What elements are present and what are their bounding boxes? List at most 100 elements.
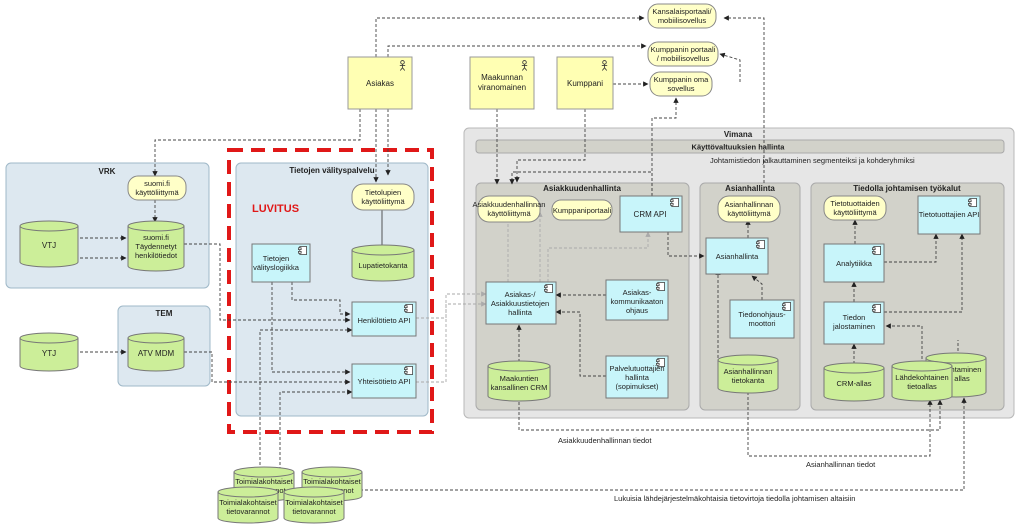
crm-db-label-2: kansallinen CRM [491, 383, 548, 392]
app-kumppanin-portaali-label-1: Kumppanin portaali [651, 45, 716, 54]
tvp-henkilotieto-api[interactable]: Henkilötieto API [351, 301, 417, 337]
suomifi-data-label-3: henkilötiedot [135, 251, 178, 260]
group-asiakkuudenhallinta: Asiakkuudenhallinta [475, 182, 690, 411]
store-2-label-1: Toimialakohtaiset [303, 477, 361, 486]
kommunikaatio-label-1: Asiakas- [623, 288, 652, 297]
yhteisotieto-api-label: Yhteisötieto API [358, 377, 411, 386]
group-tem-title: TEM [156, 309, 173, 318]
app-kumppanin-oma-sovellus[interactable]: Kumppanin oma sovellus [649, 71, 713, 97]
store-4-label-2: tietovarannot [292, 507, 336, 516]
suomifi-data-label-2: Täydennetyt [135, 242, 177, 251]
group-kayttovaltuuksien-hallinta: Käyttövaltuuksien hallinta [475, 139, 1005, 154]
ah-kansallinen-crm-database[interactable]: Maakuntien kansallinen CRM [487, 360, 551, 402]
actor-maakunnan-viranomainen[interactable]: Maakunnan viranomainen [469, 56, 535, 110]
vrk-vtj-label: VTJ [42, 241, 56, 250]
actor-kumppani-label: Kumppani [567, 79, 603, 88]
suomifi-ui-label-2: käyttöliittymä [135, 188, 179, 197]
tj-ui-label-2: käyttöliittymä [833, 208, 877, 217]
as-db-label-1: Asianhallinnan [724, 367, 773, 376]
tj-tiedon-jalostaminen[interactable]: Tiedon jalostaminen [823, 301, 885, 345]
app-kansalais-label-2: mobiilisovellus [658, 16, 707, 25]
tem-ytj-label: YTJ [42, 349, 56, 358]
tem-atv-mdm-database[interactable]: ATV MDM [127, 332, 185, 372]
palveluntuottajien-label-1: Palvelutuottajien [609, 364, 664, 373]
ah-kayttoliittyma[interactable]: Asiakkuudenhallinnan käyttöliittymä [473, 195, 546, 223]
tj-crm-allas-database[interactable]: CRM-allas [823, 362, 885, 402]
tietolupien-label-1: Tietolupien [365, 188, 401, 197]
as-db-label-2: tietokanta [732, 376, 765, 385]
tj-lahdekohtainen-allas-database[interactable]: Lähdekohtainen tietoallas [891, 360, 953, 402]
vrk-vtj-database[interactable]: VTJ [19, 220, 79, 268]
tvp-valityslogiikka[interactable]: Tietojen välityslogiikka [251, 243, 311, 283]
ah-kumppaniportaali[interactable]: Kumppaniportaali [551, 199, 613, 221]
crm-db-label-1: Maakuntien [500, 374, 539, 383]
analytiikka-label: Analytiikka [836, 259, 873, 268]
ah-crm-api[interactable]: CRM API [619, 195, 683, 233]
tj-analytiikka[interactable]: Analytiikka [823, 243, 885, 283]
hallinta-label-2: Asiakkuustietojen [491, 299, 549, 308]
hallinta-label-3: hallinta [508, 308, 533, 317]
suomifi-ui-label-1: suomi.fi [144, 179, 170, 188]
palveluntuottajien-label-2: hallinta [625, 373, 650, 382]
kayttovaltuus-title: Käyttövaltuuksien hallinta [692, 143, 786, 152]
vrk-suomifi-kayttoliittyma[interactable]: suomi.fi käyttöliittymä [127, 175, 187, 201]
group-vrk-title: VRK [99, 167, 116, 176]
asianhallinta-label: Asianhallinta [716, 252, 759, 261]
ah-ui-label-1: Asiakkuudenhallinnan [473, 200, 546, 209]
tem-atv-label: ATV MDM [138, 349, 175, 358]
vrk-suomifi-henkilotiedot-database[interactable]: suomi.fi Täydennetyt henkilötiedot [127, 220, 185, 272]
as-tiedonohjausmoottori[interactable]: Tiedonohjaus- moottori [729, 299, 795, 339]
app-kumppanin-portaali[interactable]: Kumppanin portaali / mobiilisovellus [647, 41, 719, 67]
as-kayttoliittyma[interactable]: Asianhallinnan käyttöliittymä [717, 195, 781, 223]
tvp-yhteisotieto-api[interactable]: Yhteisötieto API [351, 363, 417, 399]
group-vimana-title: Vimana [724, 130, 753, 139]
ah-kommunikaatio-ohjaus[interactable]: Asiakas- kommunikaaton ohjaus [605, 279, 669, 321]
actor-kumppani[interactable]: Kumppani [556, 56, 614, 110]
store-3-label-2: tietovarannot [226, 507, 270, 516]
note-asianhallinnan-tiedot: Asianhallinnan tiedot [806, 460, 876, 469]
johtaminen-allas-label-2: allas [954, 374, 970, 383]
tj-tietotuottajien-api[interactable]: Tietotuottajien API [917, 195, 981, 235]
actor-maakunnan-label-2: viranomainen [478, 83, 526, 92]
ah-ui-label-2: käyttöliittymä [487, 209, 531, 218]
tiedolla-title: Tiedolla johtamisen työkalut [853, 184, 961, 193]
luvitus-label: LUVITUS [252, 203, 299, 215]
as-ui-label-1: Asianhallinnan [725, 200, 774, 209]
palveluntuottajien-label-3: (sopimukset) [616, 382, 659, 391]
store-3-label-1: Toimialakohtaiset [219, 498, 277, 507]
tem-ytj-database[interactable]: YTJ [19, 332, 79, 372]
tj-ui-label-1: Tietotuottaiden [830, 199, 879, 208]
ah-asiakastietojen-hallinta[interactable]: Asiakas-/ Asiakkuustietojen hallinta [485, 281, 557, 325]
toimiala-store-4[interactable]: Toimialakohtaiset tietovarannot [283, 486, 345, 524]
tj-tietotuottajien-kayttoliittyma[interactable]: Tietotuottaiden käyttöliittymä [823, 195, 887, 221]
crm-allas-label: CRM-allas [836, 379, 871, 388]
kommunikaatio-label-2: kommunikaaton [611, 297, 664, 306]
note-johtamistieto: Johtamistiedon jalkauttaminen segmenteik… [710, 156, 915, 165]
tiedonohjaus-label-1: Tiedonohjaus- [738, 310, 786, 319]
actor-asiakas[interactable]: Asiakas [347, 56, 413, 110]
henkilotieto-api-label: Henkilötieto API [358, 316, 411, 325]
tj-api-label: Tietotuottajien API [919, 210, 980, 219]
as-asianhallinta[interactable]: Asianhallinta [705, 237, 769, 275]
ah-palvelutuottajien-hallinta[interactable]: Palvelutuottajien hallinta (sopimukset) [605, 355, 669, 399]
valityslogiikka-label-1: Tietojen [263, 254, 289, 263]
tvp-lupatietokanta-database[interactable]: Lupatietokanta [351, 244, 415, 282]
toimiala-store-2[interactable]: Toimialakohtaiset tietovarannot [301, 466, 363, 502]
valityslogiikka-label-2: välityslogiikka [253, 263, 300, 272]
as-tietokanta-database[interactable]: Asianhallinnan tietokanta [717, 354, 779, 394]
group-tietojen-title: Tietojen välityspalvelu [289, 166, 374, 175]
app-kansalais-label-1: Kansalaisportaali/ [652, 7, 712, 16]
lahde-allas-label-1: Lähdekohtainen [895, 373, 948, 382]
tietolupien-label-2: käyttöliittymä [361, 197, 405, 206]
app-kansalaisportaali[interactable]: Kansalaisportaali/ mobiilisovellus [647, 3, 717, 29]
luvitus-boundary [227, 148, 434, 434]
tiedonohjaus-label-2: moottori [748, 319, 775, 328]
toimiala-store-3[interactable]: Toimialakohtaiset tietovarannot [217, 486, 279, 524]
kumppaniportaali-label: Kumppaniportaali [553, 206, 612, 215]
connectors [80, 15, 967, 491]
note-lukuisia-tietovirtoja: Lukuisia lähdejärjestelmäkohtaisia tieto… [614, 494, 855, 503]
tvp-tietolupien-kayttoliittyma[interactable]: Tietolupien käyttöliittymä [351, 183, 415, 211]
app-kumppanin-portaali-label-2: / mobiilisovellus [657, 54, 710, 63]
group-tietojen-valityspalvelu: Tietojen välityspalvelu [235, 162, 429, 417]
lupatietokanta-label: Lupatietokanta [358, 261, 408, 270]
